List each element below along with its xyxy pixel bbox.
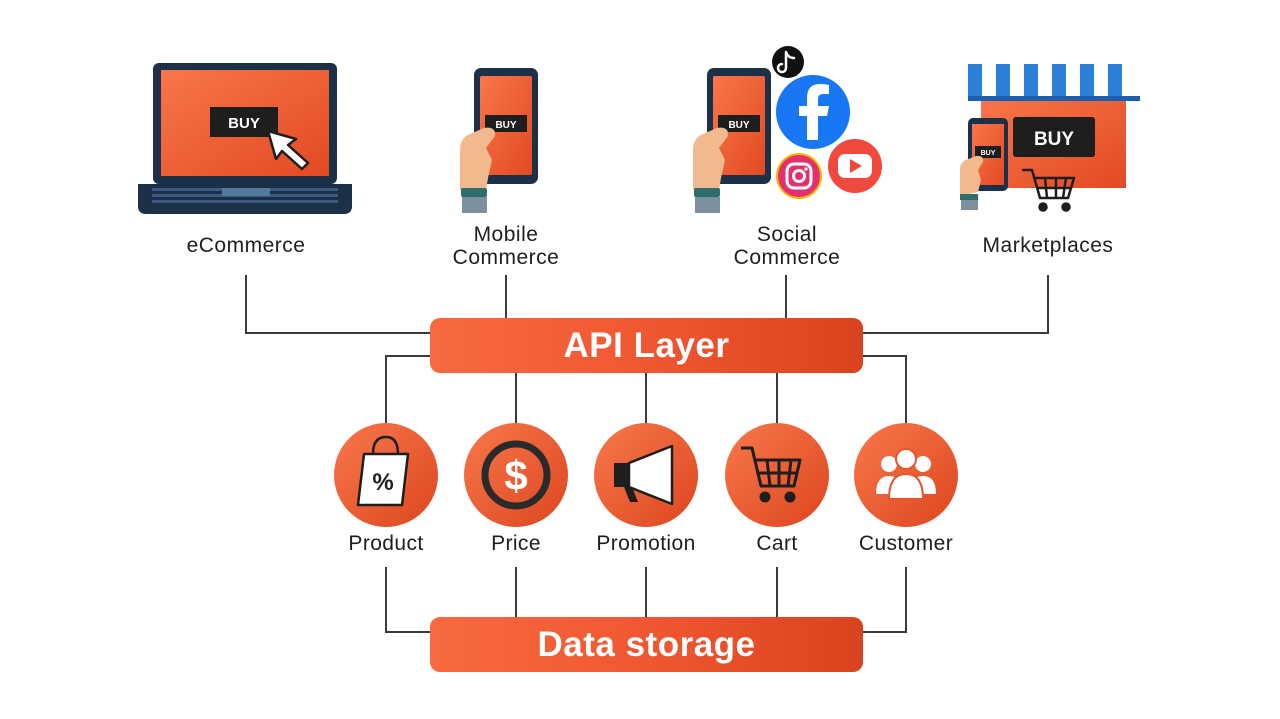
users-group-icon — [876, 448, 936, 500]
svg-text:$: $ — [504, 452, 527, 499]
mobile-phone-illustration: BUY — [460, 68, 538, 213]
customer-circle — [854, 423, 958, 527]
connector-api-customer — [863, 355, 907, 423]
shopping-cart-icon — [741, 446, 802, 503]
connector-marketplaces-api — [863, 275, 1049, 334]
cursor-arrow-icon — [266, 129, 310, 171]
channel-label-marketplaces: Marketplaces — [982, 234, 1114, 257]
api-layer-bar: API Layer — [430, 318, 863, 373]
mobile-buy-text: BUY — [495, 120, 516, 131]
facebook-icon — [776, 75, 850, 149]
laptop-illustration: BUY — [138, 63, 352, 214]
channel-label-ecommerce: eCommerce — [186, 234, 306, 257]
marketplace-cart-icon — [1022, 168, 1076, 212]
price-circle: $ — [464, 423, 568, 527]
marketplace-store-illustration: BUY BUY — [960, 64, 1140, 212]
connector-customer-storage — [863, 567, 907, 633]
cart-circle — [725, 423, 829, 527]
laptop-buy-text: BUY — [228, 115, 260, 132]
channel-label-mobile-commerce: Mobile Commerce — [452, 223, 560, 269]
marketplace-buy-text: BUY — [1034, 129, 1074, 150]
youtube-icon — [828, 139, 882, 193]
channel-label-social-commerce: Social Commerce — [733, 223, 841, 269]
connector-ecommerce-api — [245, 275, 430, 334]
social-buy-text: BUY — [728, 120, 749, 131]
svg-text:%: % — [372, 469, 393, 496]
data-storage-bar: Data storage — [430, 617, 863, 672]
marketplace-phone-buy-text: BUY — [981, 150, 996, 157]
social-phone-illustration: BUY — [693, 68, 771, 213]
connector-api-product — [385, 355, 430, 423]
megaphone-icon — [614, 444, 674, 506]
promotion-circle — [594, 423, 698, 527]
service-label-price: Price — [491, 532, 541, 555]
api-layer-label: API Layer — [563, 326, 730, 365]
service-label-customer: Customer — [858, 532, 954, 555]
service-label-cart: Cart — [756, 532, 798, 555]
product-circle: % — [334, 423, 438, 527]
service-label-promotion: Promotion — [596, 532, 696, 555]
connector-product-storage — [385, 567, 430, 633]
data-storage-label: Data storage — [537, 625, 756, 664]
service-label-product: Product — [348, 532, 424, 555]
connector-lines — [245, 275, 1049, 633]
tiktok-icon — [772, 46, 804, 78]
dollar-coin-icon: $ — [481, 440, 551, 510]
shopping-bag-percent-icon: % — [356, 435, 410, 507]
instagram-icon — [776, 153, 822, 199]
